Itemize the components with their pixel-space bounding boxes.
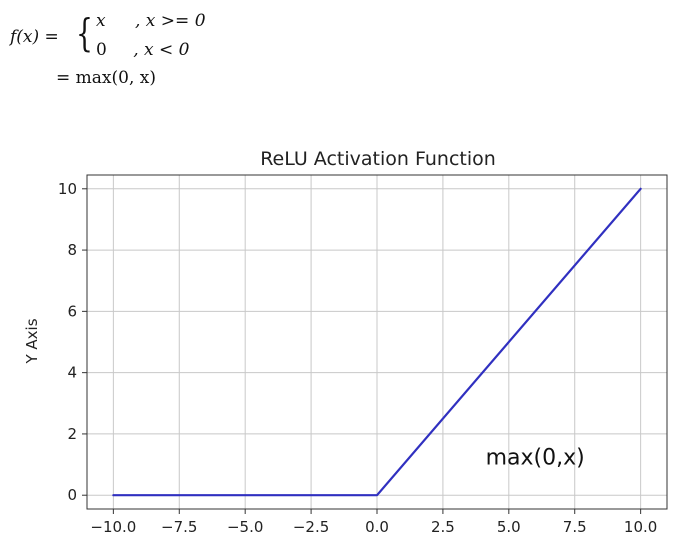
y-tick-label: 2 [67, 425, 77, 443]
x-tick-label: 5.0 [497, 518, 521, 534]
annotation-text: max(0,x) [486, 446, 585, 471]
y-tick-label: 10 [58, 180, 77, 198]
y-tick-label: 6 [67, 302, 77, 320]
ticks: −10.0 −7.5 −5.0 −2.5 0.0 2.5 5.0 7.5 10.0 0 2 4 6 8 10 [58, 180, 657, 536]
formula-case-2-value: 0 [96, 40, 107, 60]
formula-line-2: = max(0, x) [56, 68, 156, 88]
y-tick-label: 8 [67, 241, 77, 259]
formula-case-2-condition: , x < 0 [133, 40, 190, 60]
formula-lhs: f(x) = [10, 27, 59, 47]
y-tick-label: 0 [67, 486, 77, 504]
formula-line-2-text: = max(0, x) [56, 68, 156, 88]
x-tick-label: 2.5 [431, 518, 455, 534]
x-tick-label: 0.0 [365, 518, 389, 534]
x-tick-label: −10.0 [90, 518, 136, 534]
x-tick-label: −2.5 [293, 518, 329, 534]
x-tick-label: 7.5 [563, 518, 587, 534]
chart-title: ReLU Activation Function [260, 148, 496, 170]
formula-lhs-text: f(x) = [10, 27, 59, 47]
series [112, 187, 642, 497]
formula-brace: { [76, 11, 93, 55]
x-tick-label: −7.5 [161, 518, 197, 534]
annotations: max(0,x) [486, 446, 585, 471]
relu-formula: f(x) = { x , x >= 0 0 , x < 0 = max(0, x… [0, 0, 260, 100]
y-tick-label: 4 [67, 364, 77, 382]
formula-case-1-value: x [96, 11, 106, 31]
formula-case-1-condition: , x >= 0 [135, 11, 206, 31]
y-axis-label: Y Axis [23, 318, 41, 364]
relu-line [112, 187, 642, 497]
x-tick-label: −5.0 [227, 518, 263, 534]
formula-case-1: x , x >= 0 [96, 11, 206, 31]
formula-case-2: 0 , x < 0 [96, 40, 190, 60]
x-tick-label: 10.0 [624, 518, 657, 534]
